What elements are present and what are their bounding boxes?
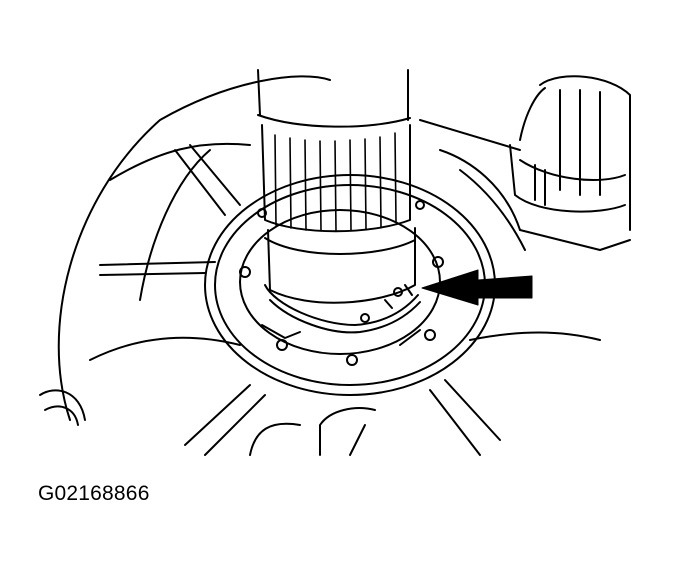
bolt-hole xyxy=(257,208,267,218)
bolt-hole xyxy=(415,200,425,210)
callout-arrow-icon xyxy=(421,269,533,306)
transmission-housing xyxy=(57,75,631,456)
bolt-hole xyxy=(432,256,444,268)
figure-id-label: G02168866 xyxy=(38,482,150,505)
adjacent-gear-housing xyxy=(509,75,631,231)
bolt-hole xyxy=(346,354,358,366)
bolt-hole xyxy=(424,329,436,341)
bolt-hole xyxy=(239,266,251,278)
bolt-hole xyxy=(276,339,288,351)
snap-ring xyxy=(264,284,421,334)
lower-left-bracket xyxy=(39,389,86,426)
